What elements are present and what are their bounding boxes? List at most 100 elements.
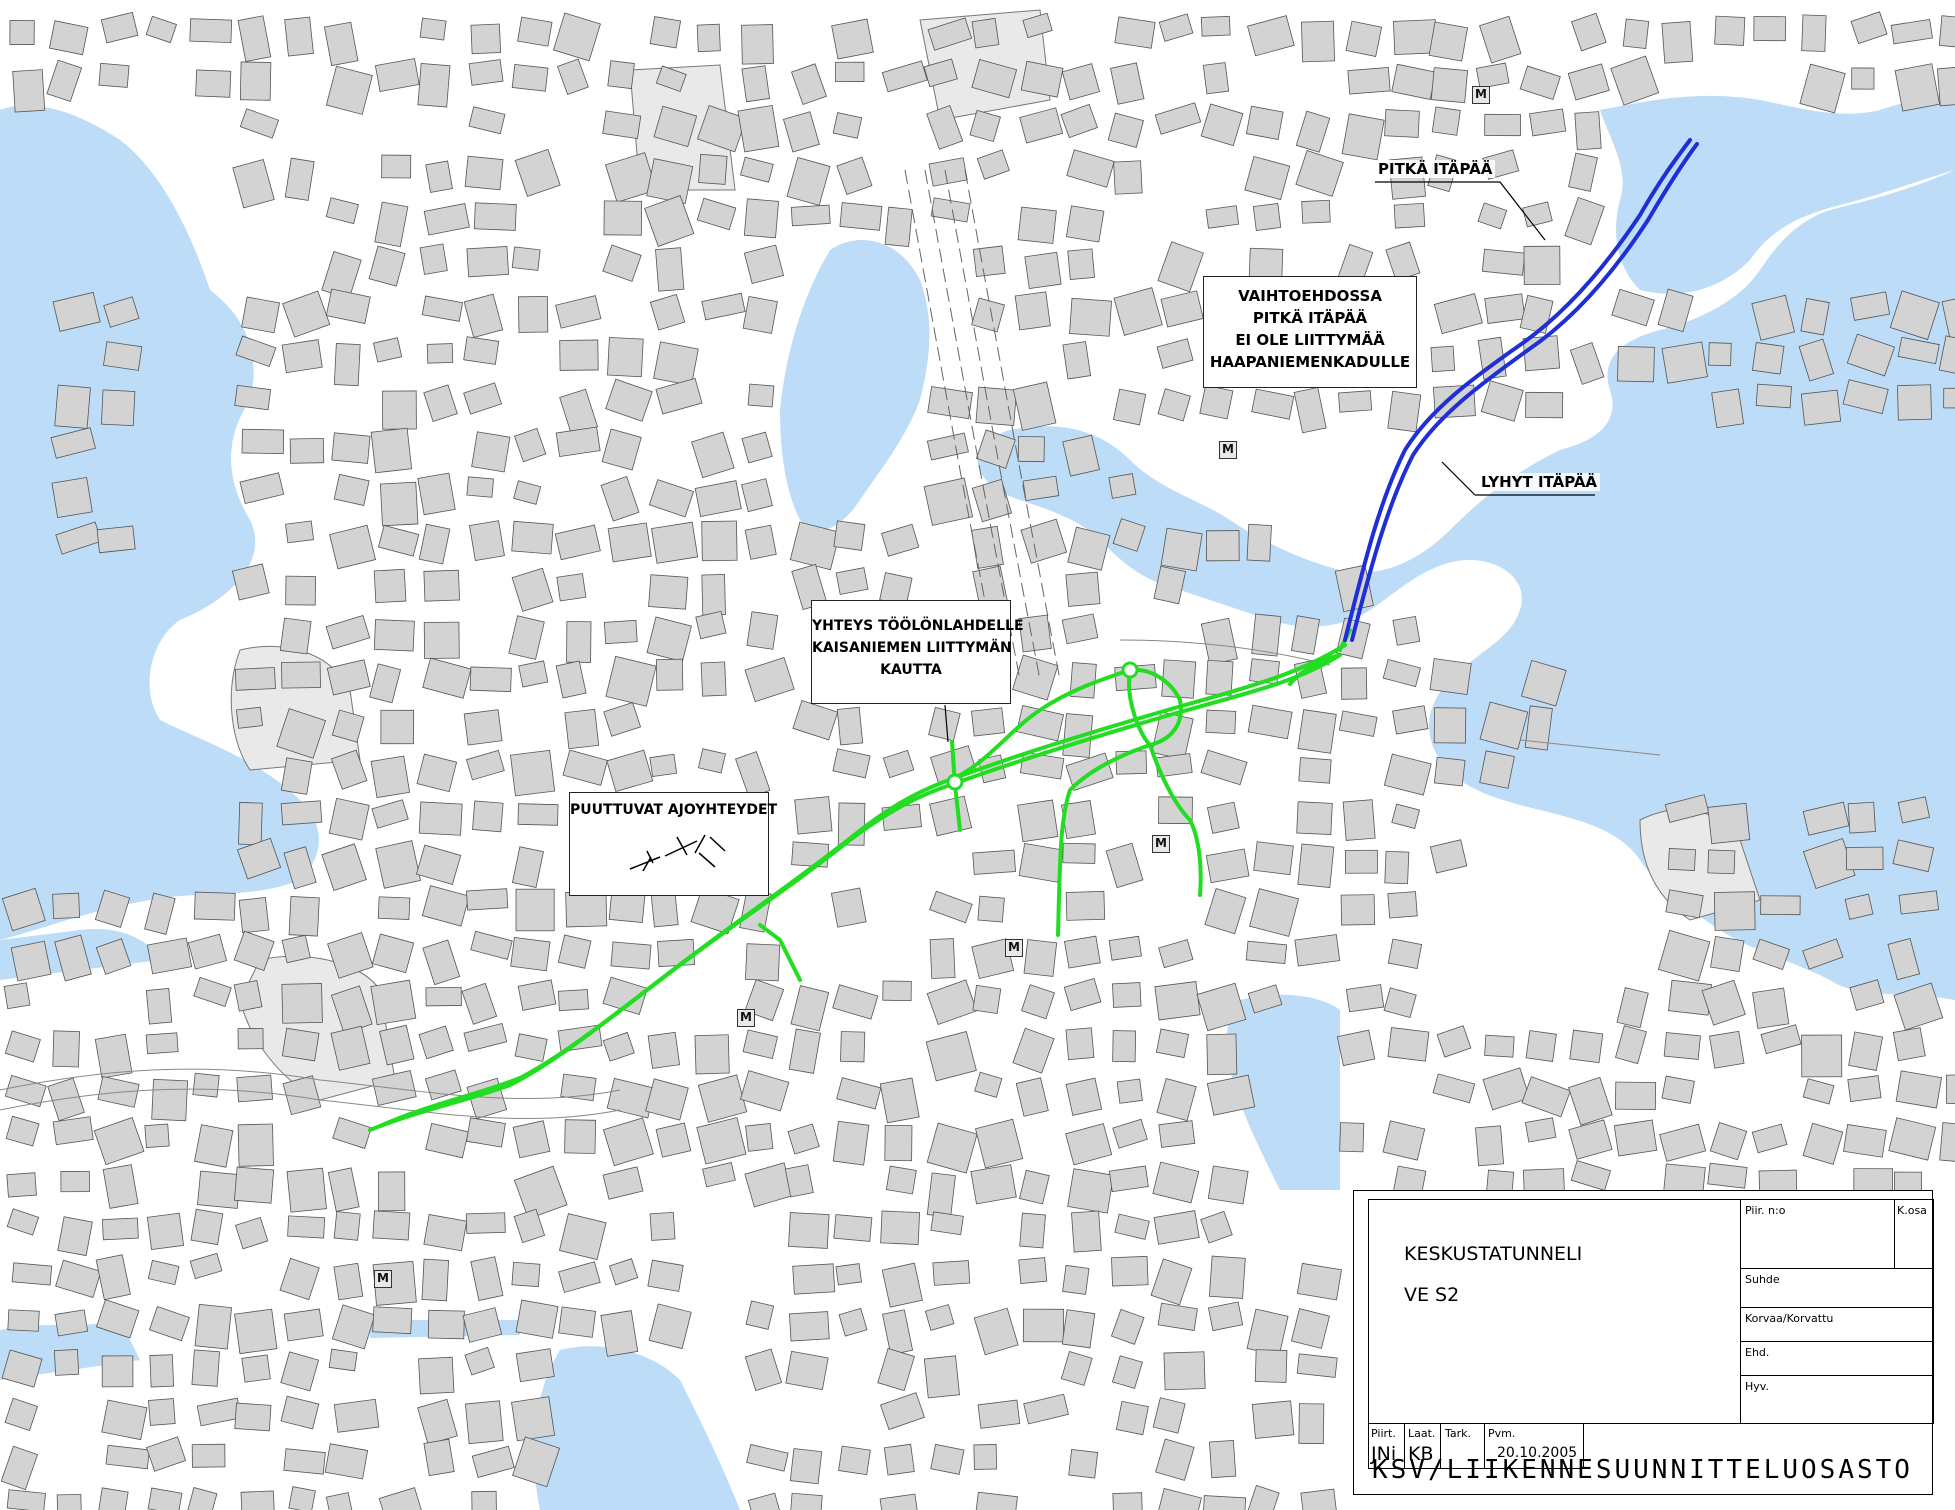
- building: [929, 938, 956, 979]
- building: [1290, 615, 1320, 655]
- building: [1022, 1308, 1065, 1343]
- building: [284, 16, 314, 57]
- building: [1157, 241, 1204, 293]
- building: [463, 382, 503, 415]
- pointer-pitka: [1375, 181, 1546, 241]
- building: [54, 384, 91, 429]
- building: [515, 1348, 555, 1383]
- building: [882, 980, 912, 1002]
- building: [469, 520, 505, 562]
- building: [1022, 475, 1060, 502]
- building: [747, 383, 775, 408]
- building: [602, 1117, 654, 1167]
- building: [380, 709, 415, 745]
- building: [1392, 615, 1421, 646]
- building: [1613, 1119, 1658, 1157]
- building: [50, 427, 96, 459]
- building: [926, 979, 978, 1026]
- road-west-bridge-lower: [0, 1088, 621, 1120]
- building: [327, 1167, 360, 1212]
- building: [101, 1399, 148, 1441]
- building: [926, 1172, 956, 1218]
- korvaa-label: Korvaa/Korvattu: [1745, 1312, 1834, 1325]
- building: [1752, 938, 1791, 970]
- building: [1708, 1030, 1745, 1069]
- building: [1206, 801, 1240, 834]
- building: [424, 1069, 462, 1101]
- building: [1616, 987, 1649, 1029]
- building: [234, 384, 272, 411]
- building: [375, 840, 421, 889]
- building: [425, 986, 462, 1007]
- building: [1018, 842, 1064, 883]
- building: [1851, 67, 1875, 90]
- building: [1850, 11, 1888, 45]
- building: [1196, 982, 1247, 1032]
- building: [464, 155, 504, 191]
- building: [792, 700, 839, 741]
- building: [1208, 1255, 1246, 1299]
- building: [145, 1436, 187, 1472]
- building: [189, 1252, 223, 1280]
- building: [603, 200, 643, 236]
- tunnel-blue-lines: [1343, 138, 1699, 642]
- building: [1614, 1025, 1647, 1065]
- organization-name: KSV/LIIKENNESUUNNITTELUOSASTO: [1372, 1455, 1913, 1485]
- building: [694, 1034, 730, 1075]
- building: [328, 1348, 358, 1372]
- building: [1893, 982, 1944, 1031]
- building: [928, 706, 961, 742]
- building: [925, 1031, 977, 1082]
- building: [1429, 839, 1468, 874]
- building: [466, 245, 510, 278]
- metro-icon: M: [1152, 835, 1170, 853]
- building: [1524, 705, 1553, 751]
- building: [151, 1078, 189, 1122]
- building: [1383, 987, 1417, 1019]
- building: [970, 707, 1006, 737]
- building: [1023, 939, 1058, 977]
- building: [1298, 1403, 1325, 1445]
- building: [1065, 1027, 1095, 1061]
- building: [1163, 1351, 1206, 1391]
- building: [1936, 66, 1955, 107]
- building: [701, 520, 738, 562]
- building: [1480, 380, 1524, 422]
- building: [94, 889, 131, 928]
- building: [832, 748, 871, 779]
- building: [1112, 518, 1146, 552]
- building: [696, 23, 721, 53]
- building: [741, 24, 774, 65]
- building: [1479, 701, 1529, 750]
- building: [741, 431, 773, 464]
- building: [557, 989, 589, 1012]
- building: [96, 525, 136, 554]
- building: [472, 800, 504, 833]
- building: [52, 291, 101, 332]
- building: [238, 802, 263, 846]
- tunnel-green-line: [1127, 668, 1152, 747]
- building: [1114, 16, 1156, 49]
- building: [6, 1172, 37, 1198]
- building: [835, 1263, 862, 1286]
- building: [241, 1354, 271, 1383]
- building: [1847, 1075, 1882, 1103]
- building: [745, 1300, 775, 1330]
- building: [566, 621, 592, 663]
- building: [976, 149, 1010, 180]
- building: [835, 567, 869, 595]
- building: [189, 18, 233, 44]
- building: [1068, 1449, 1099, 1479]
- building: [508, 615, 545, 660]
- building: [330, 749, 368, 790]
- building: [1710, 935, 1745, 973]
- building: [691, 431, 735, 479]
- building: [879, 1077, 920, 1124]
- building: [283, 846, 317, 890]
- building: [51, 476, 93, 518]
- building: [1339, 1122, 1365, 1153]
- building: [1202, 62, 1230, 95]
- building: [1152, 1161, 1200, 1204]
- building: [282, 290, 331, 338]
- building: [790, 204, 831, 227]
